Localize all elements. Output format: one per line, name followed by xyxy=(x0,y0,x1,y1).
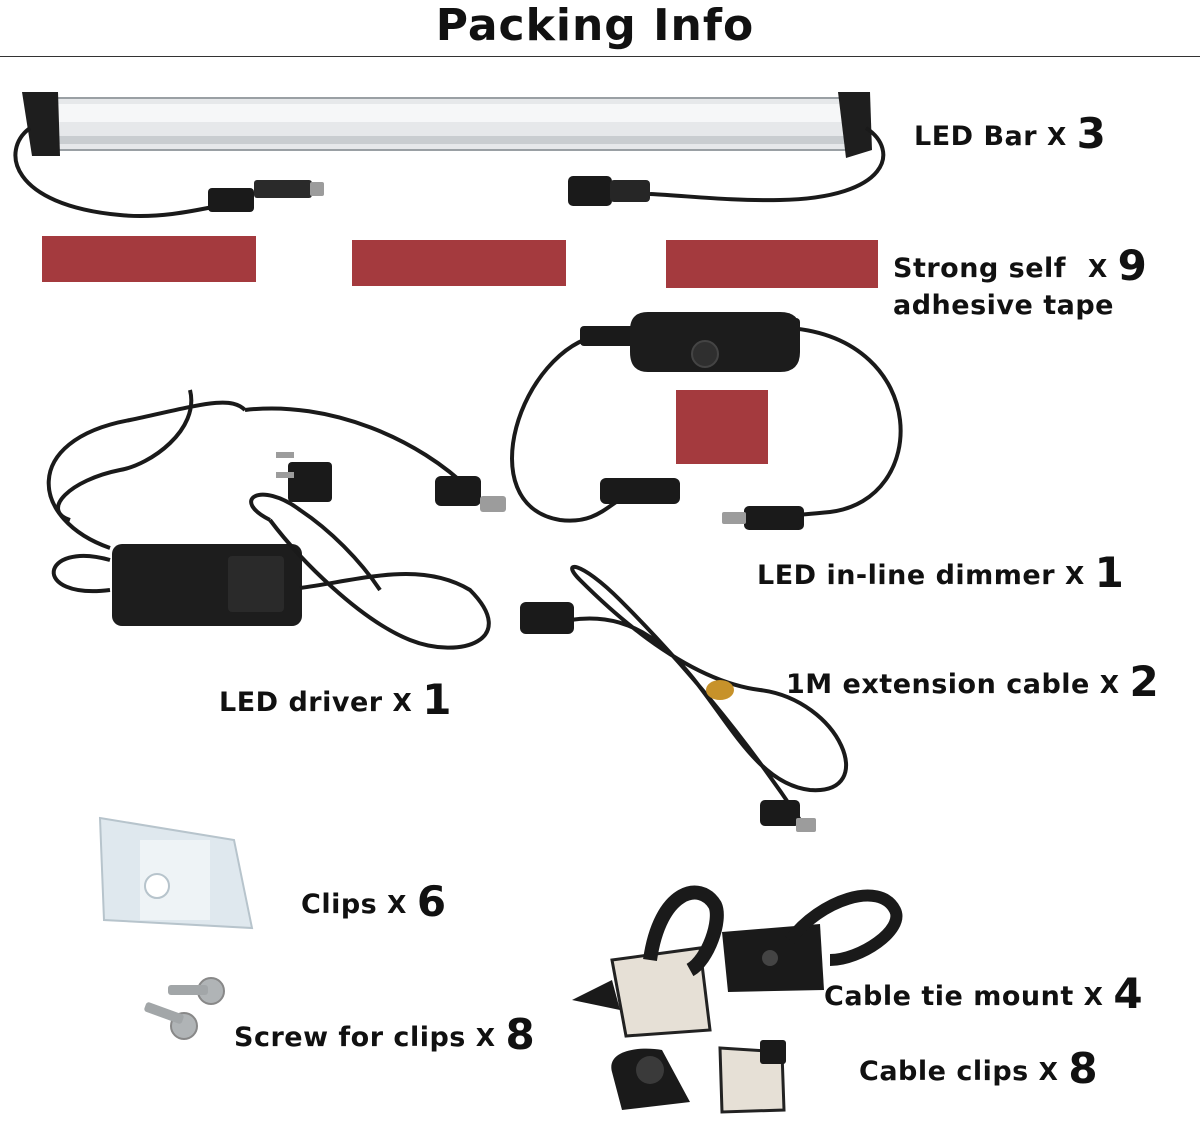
label-led-bar: LED Bar X 3 xyxy=(914,113,1106,155)
label-cable-tie-mount: Cable tie mount X 4 xyxy=(824,973,1143,1015)
label-dimmer: LED in-line dimmer X 1 xyxy=(757,552,1124,594)
label-led-driver: LED driver X 1 xyxy=(219,679,452,721)
label-screws: Screw for clips X 8 xyxy=(234,1014,535,1056)
led-bar-image xyxy=(13,92,886,218)
cable-tie-mount-image xyxy=(572,885,903,1038)
item-quantity: 8 xyxy=(1068,1044,1099,1093)
times-sign: X xyxy=(387,890,407,919)
item-name: Cable clips xyxy=(859,1056,1029,1087)
label-clips: Clips X 6 xyxy=(301,881,447,923)
screws-image xyxy=(144,977,225,1040)
cable-clips-image xyxy=(611,1040,786,1114)
times-sign: X xyxy=(1038,1057,1059,1086)
page-title: Packing Info xyxy=(435,0,755,51)
item-quantity: 1 xyxy=(1094,548,1125,597)
item-name: Screw for clips xyxy=(234,1022,466,1053)
adhesive-tape-image xyxy=(42,236,878,464)
label-adhesive-tape-line2: adhesive tape xyxy=(893,290,1114,321)
times-sign: X xyxy=(1083,982,1104,1011)
item-quantity: 3 xyxy=(1076,109,1107,158)
item-quantity: 9 xyxy=(1117,241,1148,290)
item-quantity: 8 xyxy=(505,1010,536,1059)
times-sign: X xyxy=(1046,122,1067,151)
item-name: Clips xyxy=(301,889,378,920)
item-name: 1M extension cable xyxy=(786,669,1090,700)
title-divider xyxy=(0,56,1200,57)
item-name: LED Bar xyxy=(914,121,1038,152)
times-sign: X xyxy=(1087,254,1108,283)
times-sign: X xyxy=(392,688,413,717)
label-extension-cable: 1M extension cable X 2 xyxy=(786,661,1159,703)
led-driver-image xyxy=(46,389,506,650)
times-sign: X xyxy=(1064,561,1085,590)
item-quantity: 1 xyxy=(422,675,452,724)
times-sign: X xyxy=(475,1023,496,1052)
clip-image xyxy=(98,816,254,930)
item-quantity: 6 xyxy=(416,877,447,926)
dimmer-image xyxy=(510,312,903,530)
item-name: Cable tie mount xyxy=(824,981,1074,1012)
item-name: Strong self xyxy=(893,253,1067,284)
item-name: LED driver xyxy=(219,687,383,718)
item-name: LED in-line dimmer xyxy=(757,560,1056,591)
label-adhesive-tape: Strong self X 9 xyxy=(893,245,1147,287)
item-quantity: 4 xyxy=(1113,969,1144,1018)
label-cable-clips: Cable clips X 8 xyxy=(859,1048,1098,1090)
item-quantity: 2 xyxy=(1129,657,1160,706)
times-sign: X xyxy=(1099,670,1120,699)
extension-cable-image xyxy=(520,565,849,832)
